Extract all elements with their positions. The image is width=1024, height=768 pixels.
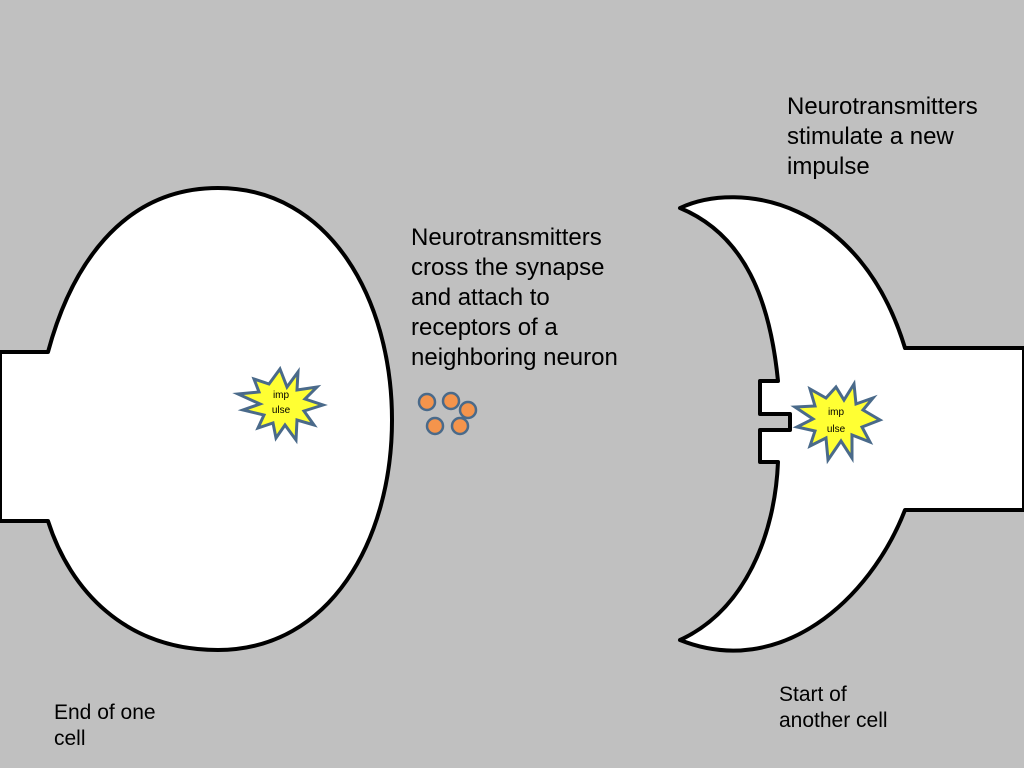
neurotransmitter bbox=[458, 400, 478, 420]
impulse-right-line1: imp bbox=[828, 407, 845, 418]
neurotransmitter bbox=[417, 392, 437, 412]
impulse-right-line2: ulse bbox=[827, 424, 846, 435]
neurotransmitter bbox=[441, 391, 461, 411]
start-of-cell-caption: Start of another cell bbox=[779, 683, 888, 733]
impulse-left-line1: imp bbox=[273, 390, 290, 401]
impulse-left-line2: ulse bbox=[272, 405, 291, 416]
impulse-burst-right: imp ulse bbox=[790, 379, 884, 465]
left-neuron: imp ulse bbox=[0, 186, 394, 652]
neurotransmitters bbox=[417, 391, 478, 436]
cross-synapse-caption: Neurotransmitters cross the synapse and … bbox=[411, 224, 618, 371]
impulse-burst-left: imp ulse bbox=[232, 365, 328, 445]
star-burst-icon bbox=[790, 379, 884, 465]
neurotransmitter bbox=[450, 416, 470, 436]
star-burst-icon bbox=[232, 365, 328, 445]
left-axon-terminal-shape bbox=[0, 186, 394, 652]
stimulate-impulse-caption: Neurotransmitters stimulate a new impuls… bbox=[787, 93, 978, 180]
end-of-cell-caption: End of one cell bbox=[54, 701, 156, 751]
neurotransmitter bbox=[425, 416, 445, 436]
right-neuron: imp ulse bbox=[678, 195, 1024, 653]
